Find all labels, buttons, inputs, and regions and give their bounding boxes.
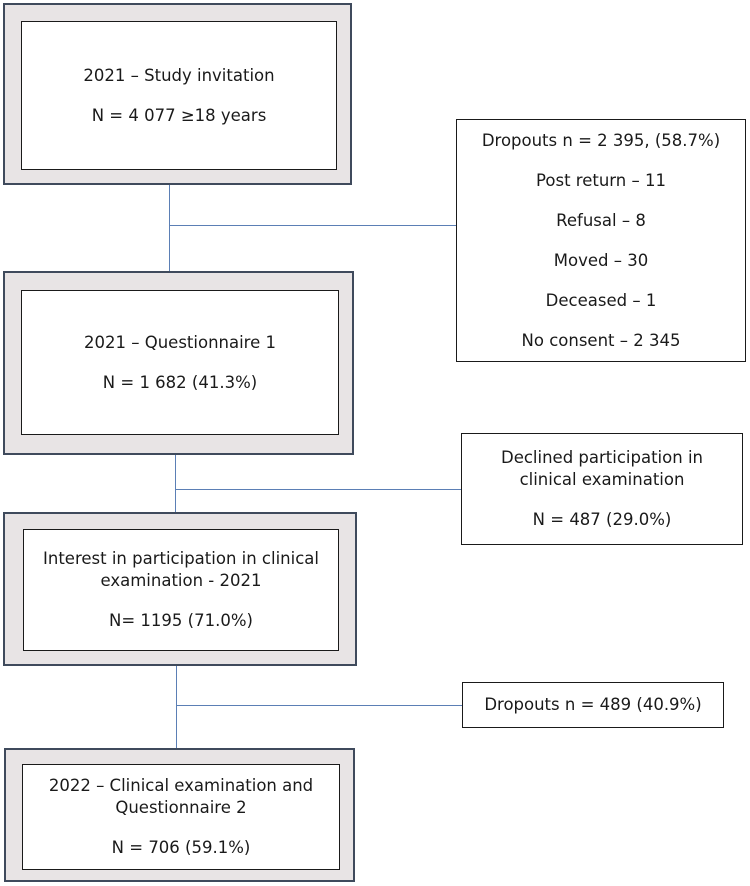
- main-box-3-count: N= 1195 (71.0%): [109, 611, 253, 630]
- main-box-2-count: N = 1 682 (41.3%): [102, 372, 258, 392]
- main-box-1-title: 2021 – Study invitation: [83, 65, 275, 85]
- dropouts-box-1: Dropouts n = 2 395, (58.7%) Post return …: [456, 119, 746, 362]
- declined-line-2: clinical examination: [519, 470, 685, 489]
- main-box-1: 2021 – Study invitation N = 4 077 ≥18 ye…: [21, 21, 337, 170]
- main-box-2-title: 2021 – Questionnaire 1: [84, 332, 276, 352]
- connector-1-vertical: [169, 185, 170, 271]
- declined-line-1: Declined participation in: [501, 448, 703, 467]
- declined-box: Declined participation in clinical exami…: [461, 433, 743, 545]
- declined-count: N = 487 (29.0%): [532, 510, 672, 529]
- main-box-3-title-line-2: examination - 2021: [100, 571, 262, 590]
- main-box-4-count: N = 706 (59.1%): [111, 838, 251, 857]
- connector-2-vertical: [175, 455, 176, 512]
- main-box-4-frame: 2022 – Clinical examination and Question…: [4, 748, 355, 882]
- dropouts-1-title: Dropouts n = 2 395, (58.7%): [481, 130, 721, 150]
- main-box-1-count: N = 4 077 ≥18 years: [91, 105, 267, 125]
- main-box-3-title-line-1: Interest in participation in clinical: [43, 549, 319, 568]
- connector-3-vertical: [176, 666, 177, 748]
- connector-2-branch: [175, 489, 461, 490]
- dropouts-1-item-no-consent: No consent – 2 345: [521, 330, 681, 350]
- dropouts-box-2: Dropouts n = 489 (40.9%): [462, 682, 724, 728]
- dropouts-1-item-moved: Moved – 30: [553, 250, 649, 270]
- main-box-1-frame: 2021 – Study invitation N = 4 077 ≥18 ye…: [3, 3, 352, 185]
- dropouts-1-item-post-return: Post return – 11: [536, 170, 666, 190]
- main-box-2-frame: 2021 – Questionnaire 1 N = 1 682 (41.3%): [3, 271, 354, 455]
- dropouts-2-title: Dropouts n = 489 (40.9%): [484, 695, 702, 714]
- main-box-4-title-line-2: Questionnaire 2: [115, 798, 247, 817]
- main-box-2: 2021 – Questionnaire 1 N = 1 682 (41.3%): [21, 290, 339, 435]
- dropouts-1-item-deceased: Deceased – 1: [545, 290, 657, 310]
- main-box-3-frame: Interest in participation in clinical ex…: [3, 512, 357, 666]
- connector-1-branch: [169, 225, 456, 226]
- main-box-4: 2022 – Clinical examination and Question…: [22, 764, 340, 870]
- main-box-4-title-line-1: 2022 – Clinical examination and: [48, 776, 314, 795]
- main-box-3: Interest in participation in clinical ex…: [23, 529, 339, 651]
- connector-3-branch: [176, 705, 463, 706]
- dropouts-1-item-refusal: Refusal – 8: [556, 210, 646, 230]
